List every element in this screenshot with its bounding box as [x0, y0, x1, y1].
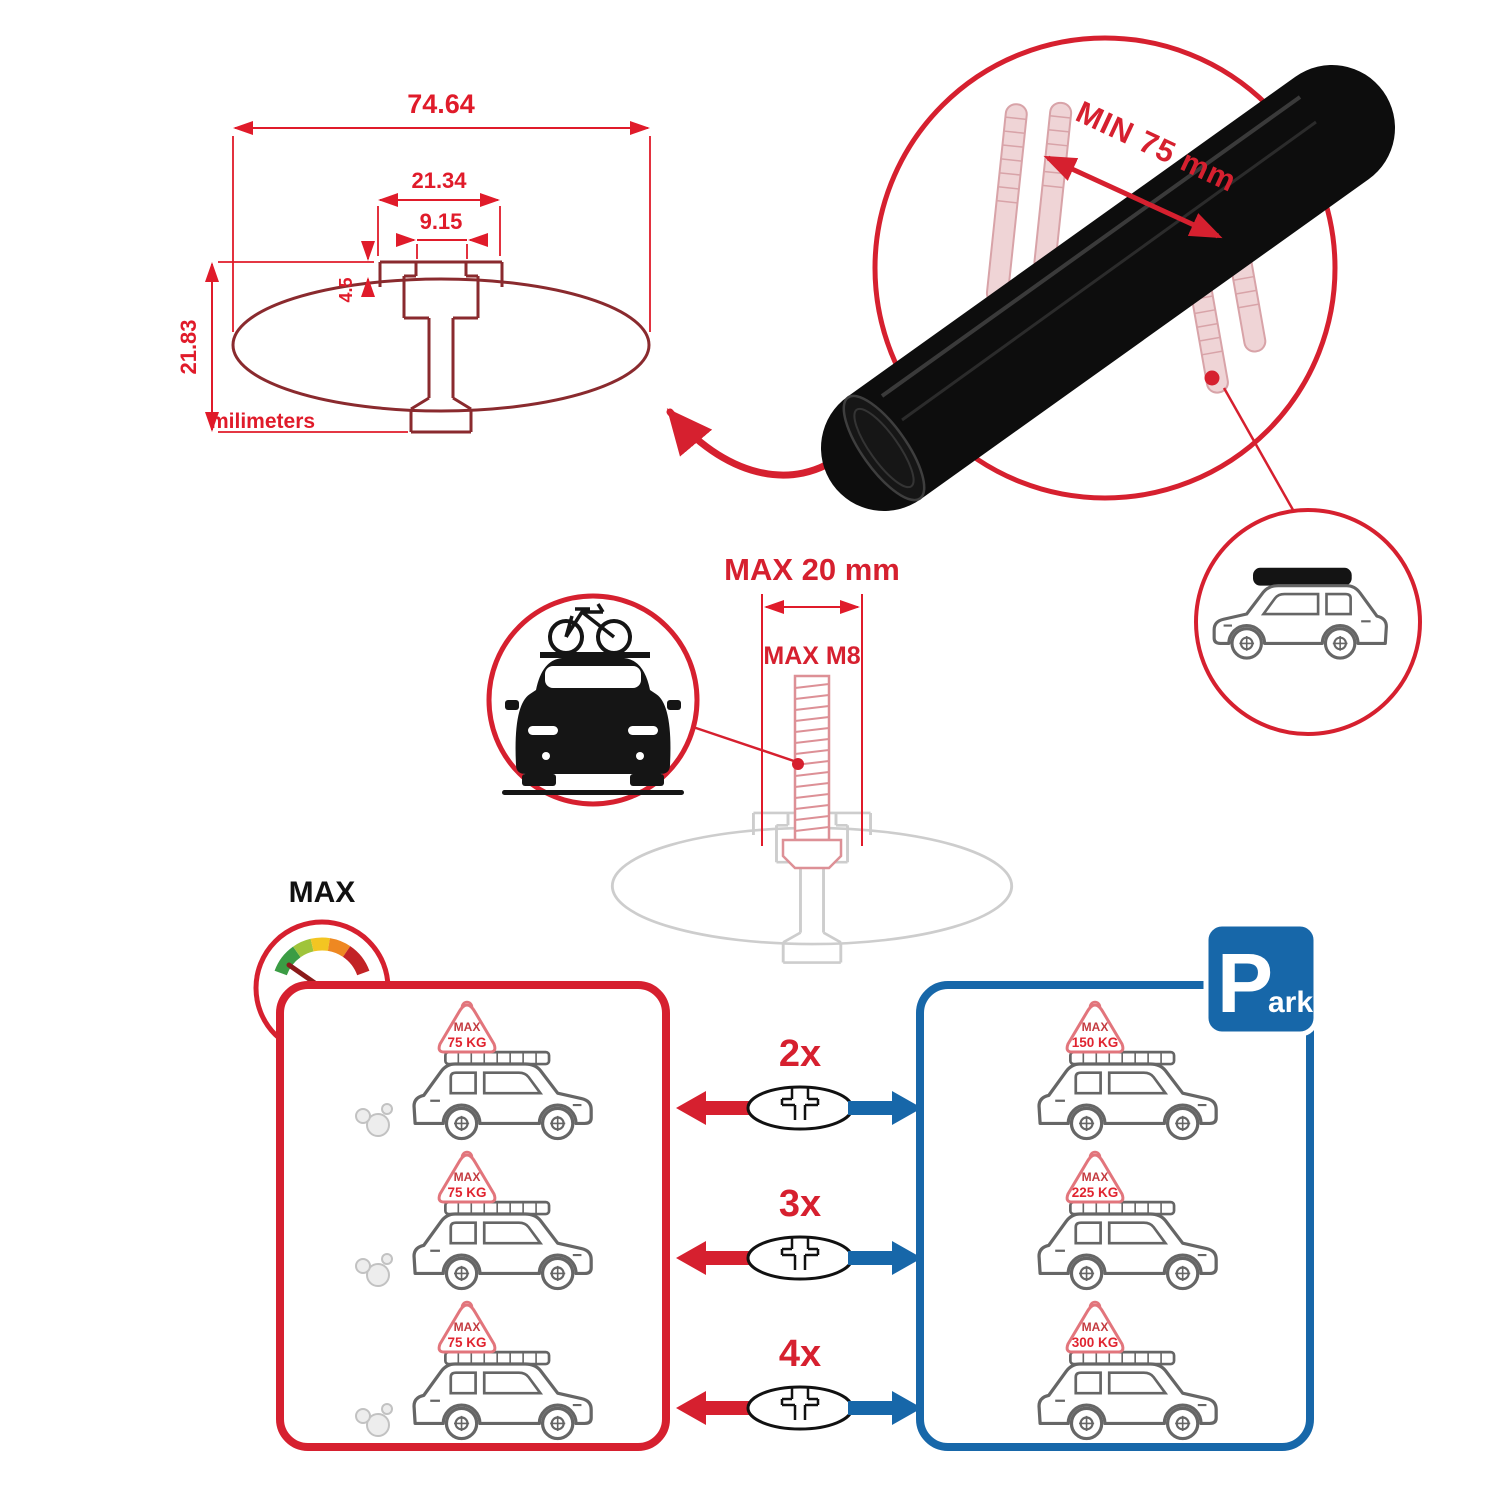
- svg-text:75 KG: 75 KG: [447, 1335, 486, 1350]
- crossbar-profile-icon: [746, 1235, 854, 1281]
- roofbox-suv-icon: [1212, 567, 1388, 660]
- dim-slot-inner: 9.15: [420, 209, 463, 234]
- crossbar-count-3x: 3x: [676, 1183, 922, 1281]
- crossbar-count-2x: 2x: [676, 1033, 922, 1131]
- max-thread-label: MAX M8: [763, 642, 860, 670]
- max-width-label: MAX 20 mm: [724, 552, 900, 587]
- right-arrow-icon: [848, 1391, 922, 1425]
- parking-sign-letter: P: [1217, 936, 1273, 1030]
- crossbar-render: [821, 65, 1395, 511]
- callout-dot: [1204, 370, 1220, 386]
- bolt-dimension-lines: [761, 594, 863, 846]
- right-arrow-icon: [848, 1241, 922, 1275]
- detail-circle: [872, 35, 1338, 501]
- dim-slot-outer: 21.34: [411, 168, 467, 193]
- right-arrow-icon: [848, 1091, 922, 1125]
- svg-text:MAX: MAX: [454, 1020, 481, 1034]
- dim-total-width: 74.64: [407, 89, 475, 119]
- svg-text:MAX: MAX: [1082, 1170, 1109, 1184]
- load-badge: MAX 225 KG: [1065, 1150, 1125, 1204]
- svg-text:75 KG: 75 KG: [447, 1035, 486, 1050]
- crossbar-groove-2: [901, 120, 1317, 422]
- svg-text:MAX: MAX: [454, 1170, 481, 1184]
- count-label: 4x: [779, 1333, 821, 1375]
- load-badge: MAX 75 KG: [437, 1000, 497, 1054]
- callout-line: [1222, 387, 1299, 518]
- svg-text:150 KG: 150 KG: [1072, 1035, 1119, 1050]
- left-arrow-icon: [676, 1241, 752, 1275]
- crossbar-detail: MIN 75 mm: [821, 35, 1395, 518]
- count-label: 3x: [779, 1183, 821, 1225]
- t-bolt-icon: [781, 674, 843, 870]
- svg-text:MAX: MAX: [454, 1320, 481, 1334]
- crossbar-end-cap: [842, 394, 926, 502]
- crossbar-groove: [880, 95, 1302, 398]
- driving-panel: MAX 75 KG MAX 75 KG MAX 75 KG: [276, 981, 670, 1451]
- crossbar-end-profile: [853, 407, 915, 489]
- svg-text:75 KG: 75 KG: [447, 1185, 486, 1200]
- parking-sign-suffix: ark: [1268, 986, 1313, 1019]
- left-arrow-icon: [676, 1391, 752, 1425]
- load-badge: MAX 75 KG: [437, 1300, 497, 1354]
- units-label: milimeters: [210, 410, 315, 433]
- dimension-diagram: 74.64 21.34 9.15 4.5 21.83 milimeters: [176, 89, 651, 434]
- crossbar-profile-icon: [746, 1085, 854, 1131]
- speed-max-label: MAX: [289, 876, 356, 909]
- svg-text:300 KG: 300 KG: [1072, 1335, 1119, 1350]
- crossbar-count-4x: 4x: [676, 1333, 922, 1431]
- svg-text:225 KG: 225 KG: [1072, 1185, 1119, 1200]
- dim-profile-height: 21.83: [176, 319, 201, 374]
- crossbar-profile-drawing: [231, 260, 651, 434]
- load-badge: MAX 150 KG: [1065, 1000, 1125, 1054]
- load-badge: MAX 75 KG: [437, 1150, 497, 1204]
- bike-car-detail: [486, 593, 700, 807]
- parking-sign: P ark: [1203, 921, 1319, 1037]
- bike-car-icon: [502, 603, 684, 795]
- bolt-diagram: MAX 20 mm MAX M8: [610, 552, 1014, 964]
- parking-sign-plate: [1203, 921, 1319, 1037]
- min-span-arrow: [1043, 155, 1223, 239]
- count-label: 2x: [779, 1033, 821, 1075]
- bolt-callout-line: [689, 724, 798, 764]
- roofbox-suv-detail: [1194, 508, 1422, 736]
- left-arrow-icon: [676, 1091, 752, 1125]
- zoom-arrow-icon: [666, 408, 850, 479]
- load-badge: MAX 300 KG: [1065, 1300, 1125, 1354]
- crossbar-profile-icon: [746, 1385, 854, 1431]
- svg-text:MAX: MAX: [1082, 1020, 1109, 1034]
- extension-lines: [218, 136, 651, 433]
- svg-text:MAX: MAX: [1082, 1320, 1109, 1334]
- gauge-arc: [274, 937, 370, 976]
- dim-slot-depth: 4.5: [336, 277, 356, 302]
- parking-panel: MAX 150 KG MAX 225 KG MAX 300 KG P ark: [916, 921, 1319, 1451]
- dimension-lines: [205, 121, 650, 432]
